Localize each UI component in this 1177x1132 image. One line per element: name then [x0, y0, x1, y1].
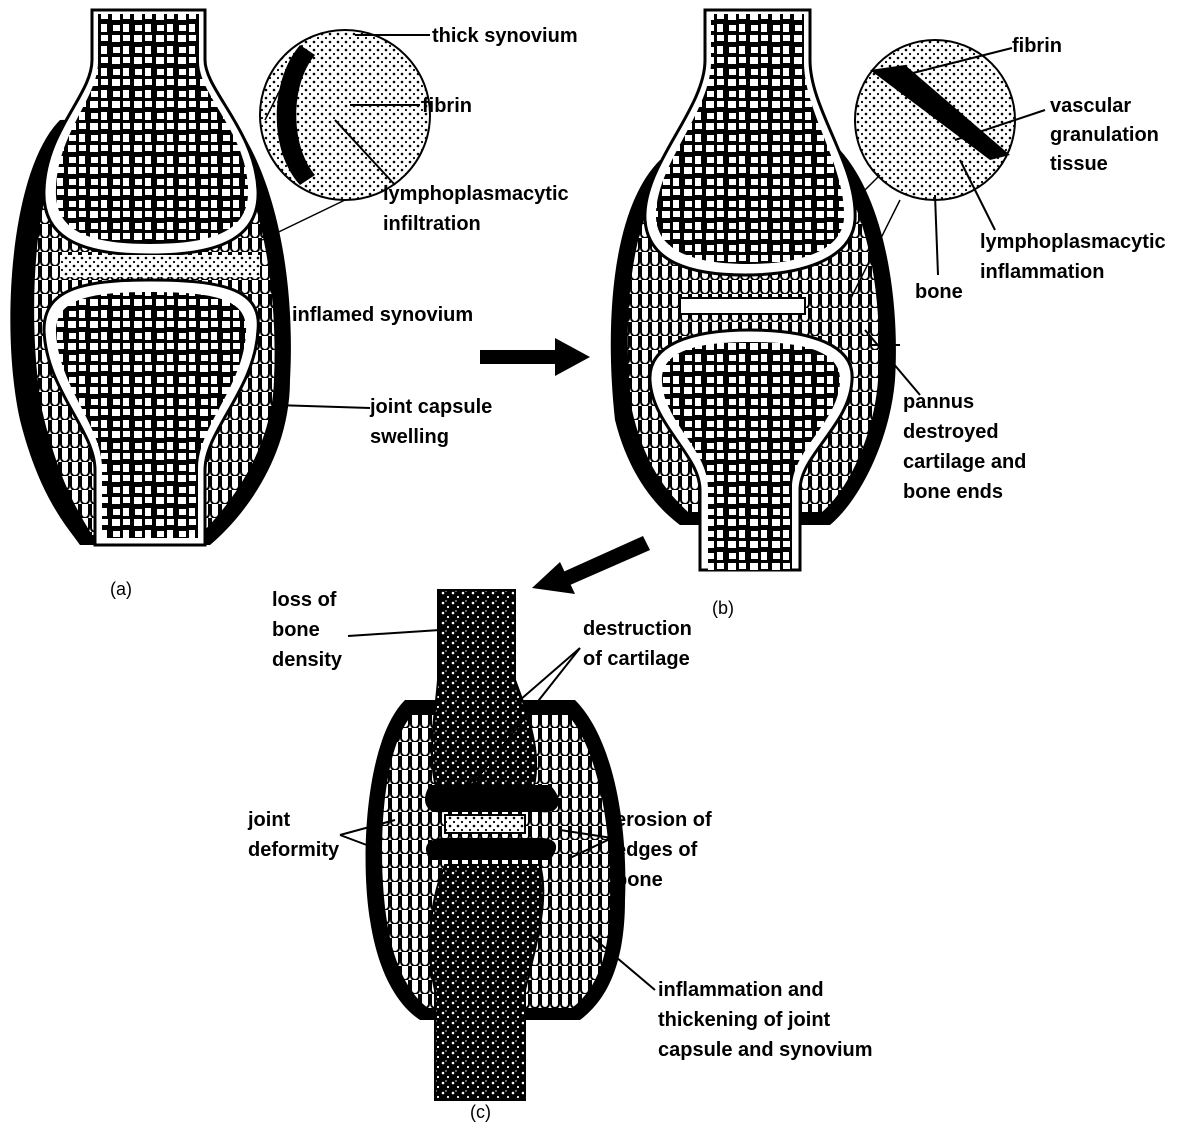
label-erosion-line2: edges of	[615, 839, 698, 861]
label-pannus-line4: bone ends	[903, 481, 1003, 503]
label-vascular-line3: tissue	[1050, 153, 1108, 175]
arrow-b-to-c	[532, 536, 650, 594]
label-destruction-line1: destruction	[583, 618, 692, 640]
label-pannus-line2: destroyed	[903, 421, 999, 443]
caption-b: (b)	[712, 598, 734, 618]
label-deformity-line1: joint	[247, 809, 291, 831]
label-vascular-line1: vascular	[1050, 95, 1131, 117]
label-b-lympho-line2: inflammation	[980, 261, 1104, 283]
label-thick-synovium: thick synovium	[432, 25, 578, 47]
label-loss-line1: loss of	[272, 589, 337, 611]
label-a-lympho-line2: infiltration	[383, 213, 481, 235]
label-a-fibrin: fibrin	[422, 95, 472, 117]
caption-c: (c)	[470, 1102, 491, 1122]
caption-a: (a)	[110, 579, 132, 599]
label-inflamed-synovium: inflamed synovium	[292, 304, 473, 326]
label-bone: bone	[915, 281, 963, 303]
label-b-fibrin: fibrin	[1012, 35, 1062, 57]
label-thickening-line3: capsule and synovium	[658, 1039, 873, 1061]
label-b-lympho-line1: lymphoplasmacytic	[980, 231, 1166, 253]
label-capsule-line1: joint capsule	[369, 396, 492, 418]
label-thickening-line2: thickening of joint	[658, 1009, 831, 1031]
label-deformity-line2: deformity	[248, 839, 340, 861]
label-a-lympho-line1: lymphoplasmacytic	[383, 183, 569, 205]
label-loss-line2: bone	[272, 619, 320, 641]
panel-a-joint	[10, 10, 430, 545]
label-vascular-line2: granulation	[1050, 124, 1159, 146]
label-erosion-line3: bone	[615, 869, 663, 891]
label-erosion-line1: erosion of	[615, 809, 712, 831]
label-destruction-line2: of cartilage	[583, 648, 690, 670]
label-thickening-line1: inflammation and	[658, 979, 824, 1001]
label-pannus-line1: pannus	[903, 391, 974, 413]
arrow-a-to-b	[480, 338, 590, 376]
label-pannus-line3: cartilage and	[903, 451, 1026, 473]
label-capsule-line2: swelling	[370, 426, 449, 448]
label-loss-line3: density	[272, 649, 343, 671]
